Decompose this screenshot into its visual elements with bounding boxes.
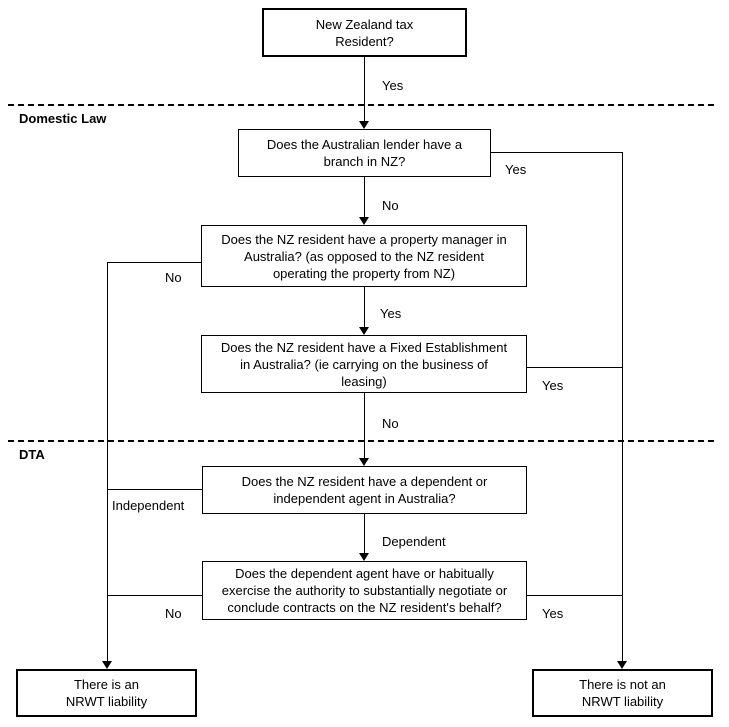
node-outcome-no-liability-label: There is not an NRWT liability <box>579 677 666 709</box>
edge-agent-independent-line <box>107 489 202 490</box>
section-label-domestic-law: Domestic Law <box>19 111 107 126</box>
edge-label-property-no: No <box>165 270 182 285</box>
node-outcome-no-liability: There is not an NRWT liability <box>532 669 713 717</box>
node-branch-question-label: Does the Australian lender have a branch… <box>266 137 463 169</box>
edge-label-branch-yes: Yes <box>505 162 527 177</box>
left-rail-line <box>107 262 108 661</box>
edge-agent-to-authority-line <box>364 514 365 553</box>
node-start-question: New Zealand tax Resident? <box>262 8 467 57</box>
arrowhead-branch-icon <box>359 121 369 129</box>
edge-label-agent-dependent: Dependent <box>382 534 446 549</box>
arrowhead-property-icon <box>359 217 369 225</box>
node-authority-question-label: Does the dependent agent have or habitua… <box>221 566 508 615</box>
arrowhead-liability-icon <box>102 661 112 669</box>
arrowhead-fixed-icon <box>359 327 369 335</box>
node-outcome-liability: There is an NRWT liability <box>16 669 197 717</box>
dta-divider-line <box>8 440 718 442</box>
edge-fixed-to-agent-line <box>364 393 365 458</box>
edge-branch-yes-line <box>491 152 622 153</box>
node-outcome-liability-label: There is an NRWT liability <box>65 677 148 709</box>
node-property-manager-question: Does the NZ resident have a property man… <box>201 225 527 287</box>
arrowhead-no-liability-icon <box>617 661 627 669</box>
node-fixed-establishment-question-label: Does the NZ resident have a Fixed Establ… <box>220 339 508 389</box>
arrowhead-agent-icon <box>359 458 369 466</box>
node-fixed-establishment-question: Does the NZ resident have a Fixed Establ… <box>201 335 527 393</box>
edge-branch-to-property-line <box>364 177 365 217</box>
edge-label-fixed-yes: Yes <box>542 378 564 393</box>
edge-label-branch-no: No <box>382 198 399 213</box>
edge-label-agent-independent: Independent <box>112 498 185 513</box>
edge-label-authority-no: No <box>165 606 182 621</box>
node-property-manager-question-label: Does the NZ resident have a property man… <box>221 231 507 281</box>
edge-authority-no-line <box>107 595 202 596</box>
edge-label-authority-yes: Yes <box>542 606 564 621</box>
edge-start-to-branch-line <box>364 57 365 121</box>
node-branch-question: Does the Australian lender have a branch… <box>238 129 491 177</box>
right-rail-line <box>622 152 623 661</box>
edge-property-to-fixed-line <box>364 287 365 327</box>
arrowhead-authority-icon <box>359 553 369 561</box>
node-agent-question-label: Does the NZ resident have a dependent or… <box>241 474 488 506</box>
edge-label-fixed-no: No <box>382 416 399 431</box>
edge-label-start-yes: Yes <box>382 78 404 93</box>
node-start-question-label: New Zealand tax Resident? <box>315 16 414 49</box>
edge-fixed-yes-line <box>527 367 622 368</box>
node-authority-question: Does the dependent agent have or habitua… <box>202 561 527 620</box>
domestic-law-divider-line <box>8 104 718 106</box>
edge-label-property-yes: Yes <box>380 306 402 321</box>
node-agent-question: Does the NZ resident have a dependent or… <box>202 466 527 514</box>
edge-authority-yes-line <box>527 595 622 596</box>
section-label-dta: DTA <box>19 447 45 462</box>
edge-property-no-line <box>107 262 201 263</box>
